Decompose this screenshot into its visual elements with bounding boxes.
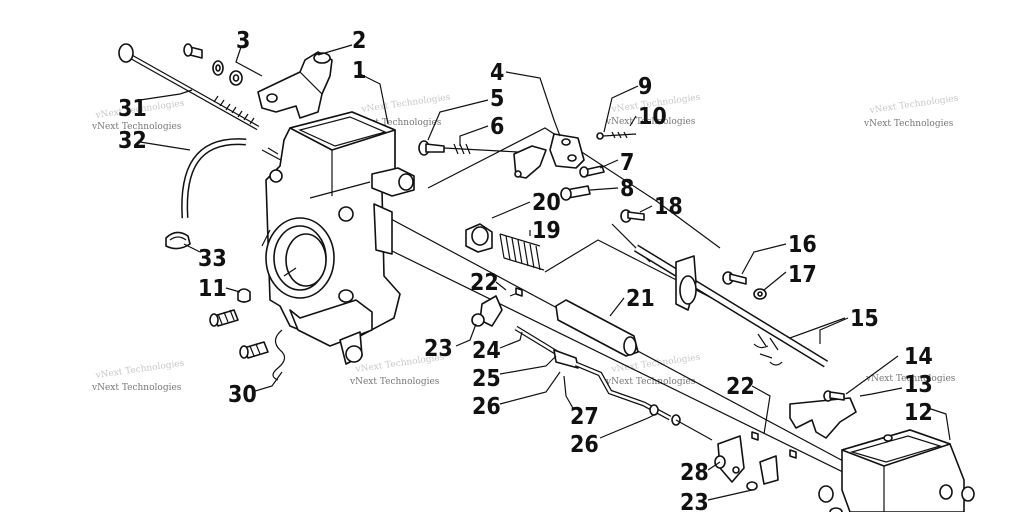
second-carburetor-part-12 [818,429,975,512]
watermark: vNext Technologies [349,377,440,387]
callout-1: 1 [352,58,366,84]
callout-11: 11 [198,276,227,302]
watermark: vNext Technologies [605,377,696,387]
callout-32: 32 [118,128,147,154]
callout-22-upper: 22 [470,270,499,296]
watermark-ghost: vNext Technologies [94,359,185,382]
leader-lines [139,44,951,501]
callout-7: 7 [620,150,634,176]
spring-bushing-parts-19-20 [465,223,545,271]
cable-bracket-part-2 [257,51,333,119]
callout-12: 12 [904,400,933,426]
callout-labels: 3 2 1 31 32 33 11 30 4 5 6 9 10 7 8 18 2… [118,28,933,512]
cable-bracket-parts-22-23-28-lower [714,431,797,491]
watermark: vNext Technologies [91,383,182,393]
watermark: vNext Technologies [605,117,696,127]
callout-18: 18 [654,194,683,220]
callout-10: 10 [638,104,667,130]
callout-26-lower: 26 [570,432,599,458]
callout-13: 13 [904,372,933,398]
callout-15: 15 [850,306,879,332]
callout-27: 27 [570,404,599,430]
watermark-ghost: vNext Technologies [868,94,959,117]
screw-part-18 [620,209,645,223]
callout-6: 6 [490,114,504,140]
screw-washer-parts-16-17 [722,271,767,300]
watermark: vNext Technologies [865,374,956,384]
cable-bracket-parts-22-23-upper [471,287,523,327]
callout-20: 20 [532,190,561,216]
throttle-cable-parts-24-27 [514,325,713,441]
hose-clamp-part-33 [165,231,191,250]
callout-21: 21 [626,286,655,312]
callout-2: 2 [352,28,366,54]
small-screws-parts-7-8-9-10 [560,131,637,201]
watermark: vNext Technologies [351,118,442,128]
watermark: vNext Technologies [91,122,182,132]
callout-17: 17 [788,262,817,288]
screw-spring-parts-5-6 [418,140,519,156]
callout-16: 16 [788,232,817,258]
carburetor-body-part-1 [261,111,415,365]
spring-clip-part-30 [239,329,286,381]
callout-26-upper: 26 [472,394,501,420]
watermark-ghost: vNext Technologies [610,353,701,376]
bracket-screw-parts-13-14 [789,390,857,439]
throttle-shaft-part-15 [633,244,829,368]
screw-washers-part-3 [183,43,243,86]
sleeve-part-21 [555,299,639,357]
callout-22-lower: 22 [726,374,755,400]
callout-28: 28 [680,460,709,486]
callout-14: 14 [904,344,933,370]
callout-30: 30 [228,382,257,408]
callout-5: 5 [490,86,504,112]
callout-8: 8 [620,176,634,202]
lever-bracket-part-4 [513,133,585,179]
callout-25: 25 [472,366,501,392]
watermark-ghost: vNext Technologies [360,93,451,116]
callout-24: 24 [472,338,501,364]
callout-4: 4 [490,60,504,86]
callout-33: 33 [198,246,227,272]
watermark: vNext Technologies [863,119,954,129]
callout-31: 31 [118,96,147,122]
callout-3: 3 [236,28,250,54]
callout-23-lower: 23 [680,490,709,512]
long-bolt-part-31 [118,43,279,155]
callout-9: 9 [638,74,652,100]
screw-part-11 [209,288,251,327]
callout-19: 19 [532,218,561,244]
callout-23-upper: 23 [424,336,453,362]
fuel-hose-part-32 [181,138,247,219]
